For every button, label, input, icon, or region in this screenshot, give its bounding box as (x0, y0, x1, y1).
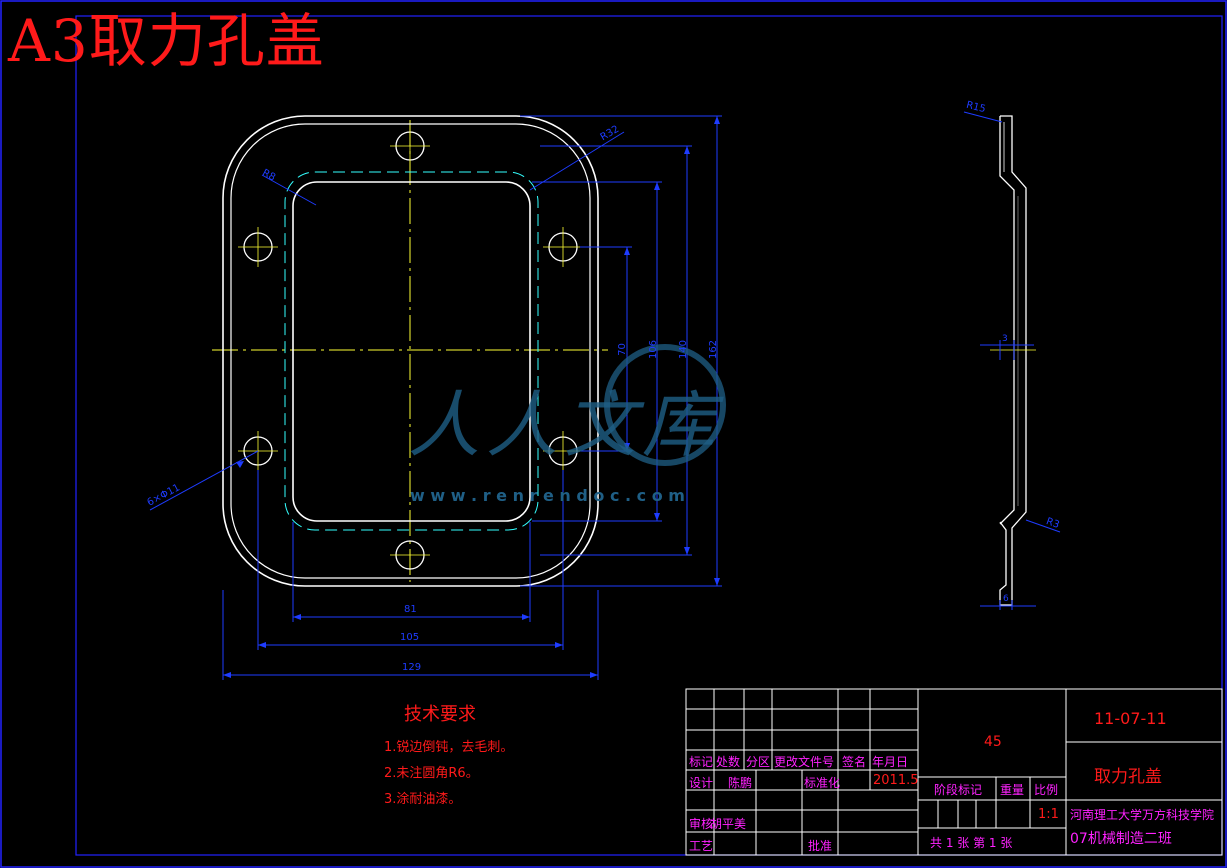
hidden-contour (284, 171, 539, 531)
drawing-frame (75, 15, 1223, 856)
tech-item-2: 2.未注圆角R6。 (384, 766, 479, 781)
side-view-dims (963, 111, 1061, 610)
part-name: 取力孔盖 (1094, 767, 1162, 787)
tech-requirements-title: 技术要求 (404, 704, 476, 725)
drawing-number: 11-07-11 (1094, 709, 1167, 728)
stage-label: 阶段标记 (934, 783, 983, 797)
outer-contour (222, 115, 599, 587)
dim-thickness: 3 (1002, 334, 1008, 344)
watermark-url: w w w . r e n r e n d o c . c o m (410, 486, 685, 505)
dim-inner-height: 106 (648, 339, 660, 360)
inner-opening (292, 181, 531, 522)
designer-label: 设计 (689, 776, 714, 790)
header-change-doc: 更改文件号 (774, 755, 835, 769)
dim-hole-width: 105 (400, 632, 420, 643)
tech-item-3: 3.涂耐油漆。 (384, 792, 462, 807)
header-signature: 签名 (842, 755, 867, 769)
material: 45 (984, 734, 1002, 750)
dim-mid-height: 140 (678, 339, 690, 360)
watermark (604, 344, 726, 466)
design-date: 2011.5 (873, 773, 919, 788)
dimension-lines (149, 115, 722, 680)
process-label: 工艺 (689, 839, 714, 853)
designer-name: 陈鹏 (728, 776, 753, 790)
standardize-label: 标准化 (804, 776, 841, 790)
front-view (212, 115, 608, 587)
header-mark: 标记 (689, 755, 714, 769)
weight-label: 重量 (1000, 783, 1025, 797)
class-name: 07机械制造二班 (1070, 831, 1172, 847)
dim-outer-width: 129 (402, 662, 422, 673)
sheet-info: 共 1 张 第 1 张 (930, 836, 1013, 850)
header-count: 处数 (716, 755, 741, 769)
checker-name: 胡平美 (710, 817, 747, 831)
dim-overall-height: 162 (708, 339, 720, 360)
header-date: 年月日 (872, 755, 909, 769)
dim-hole-height: 70 (616, 343, 628, 356)
drawing-title: A3取力孔盖 (8, 7, 325, 75)
dim-inner-width: 81 (404, 604, 417, 615)
approve-label: 批准 (808, 839, 833, 853)
watermark-text: 人人文库 (408, 383, 721, 467)
outer-contour-inner (230, 123, 591, 579)
scale-value: 1:1 (1038, 807, 1059, 822)
title-block-grid (685, 688, 1223, 856)
check-label: 审核 (689, 817, 714, 831)
dim-side-width: 6 (1003, 594, 1009, 604)
school-name: 河南理工大学万方科技学院 (1070, 808, 1215, 822)
header-zone: 分区 (746, 755, 771, 769)
tech-item-1: 1.锐边倒钝，去毛刺。 (384, 740, 514, 755)
dimension-arrows (223, 116, 720, 678)
side-view (999, 115, 1027, 606)
scale-label: 比例 (1034, 783, 1059, 797)
